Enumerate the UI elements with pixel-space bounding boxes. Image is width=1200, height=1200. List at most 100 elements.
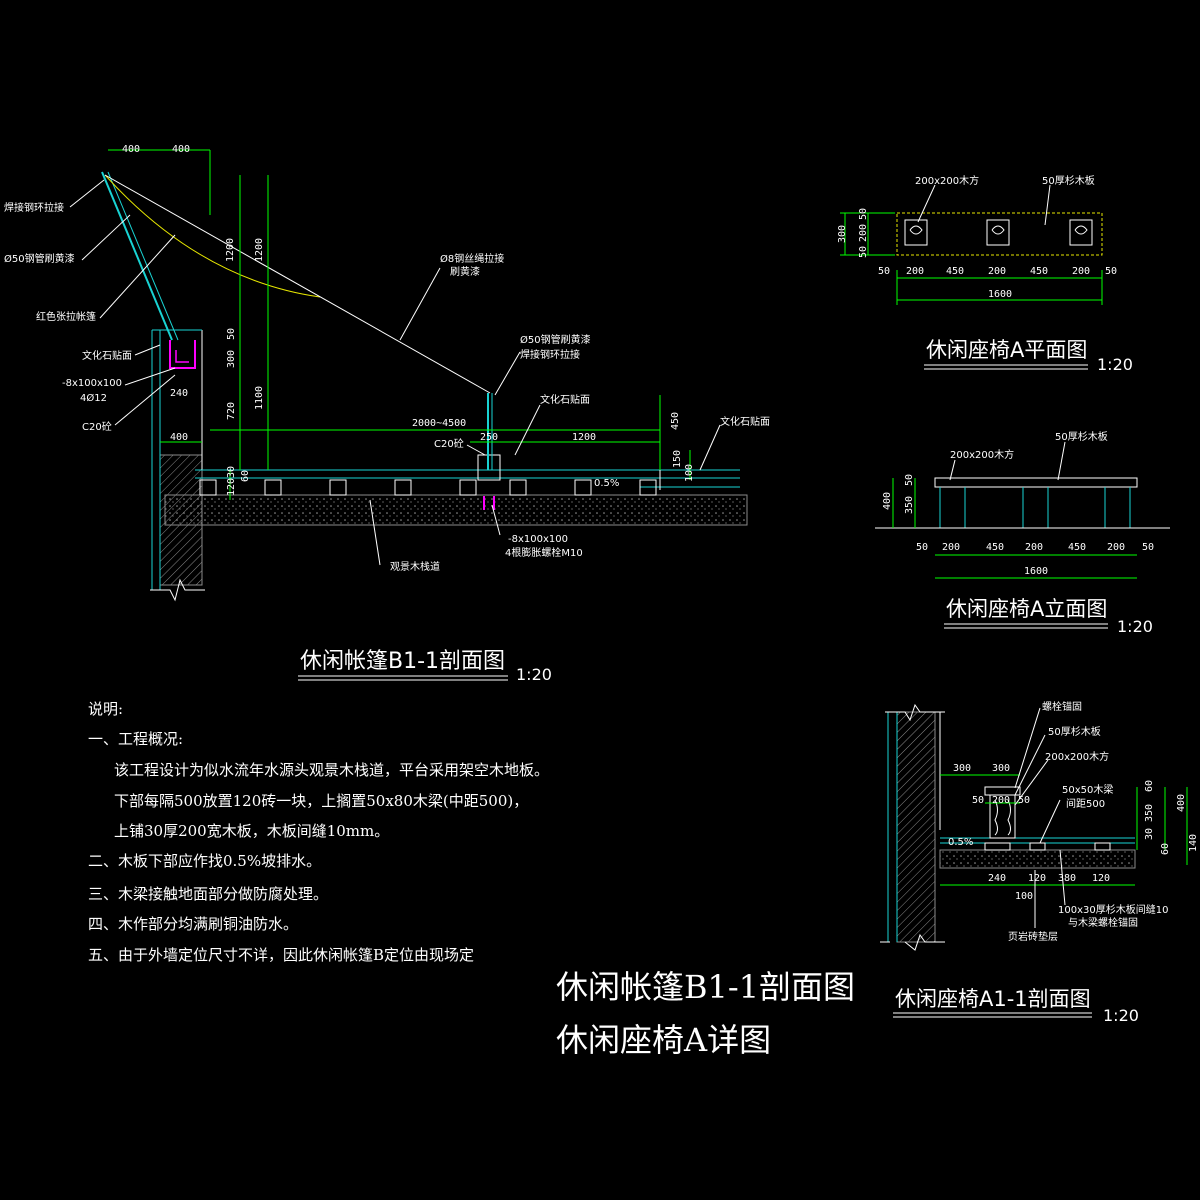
elev-dim-v1: 50 bbox=[904, 474, 915, 486]
label-plate2: -8x100x100 bbox=[508, 534, 568, 545]
bs-label-boards: 100x30厚杉木板间缝10 bbox=[1058, 903, 1168, 916]
label-slope: 0.5% bbox=[594, 478, 619, 489]
bs-dim-60: 60 bbox=[1144, 780, 1155, 792]
dim-150: 150 bbox=[672, 450, 683, 468]
bs-dim-300a: 300 bbox=[953, 763, 971, 774]
label-rebar: 4Ø12 bbox=[80, 392, 107, 404]
dim-2000: 2000~4500 bbox=[412, 418, 466, 429]
bs-label-board: 50厚杉木板 bbox=[1048, 725, 1101, 738]
label-wire-paint: 刷黄漆 bbox=[450, 265, 480, 278]
bs-label-beam-spacing: 间距500 bbox=[1066, 797, 1105, 810]
notes-line-5: 二、木板下部应作找0.5%坡排水。 bbox=[88, 852, 322, 870]
elev-dim-h4: 450 bbox=[1068, 542, 1086, 553]
bs-dim-300b: 300 bbox=[992, 763, 1010, 774]
elev-dim-total: 1600 bbox=[1024, 566, 1048, 577]
dim-100: 100 bbox=[684, 464, 695, 482]
dim-50: 50 bbox=[226, 328, 237, 340]
bs-label-slope: 0.5% bbox=[948, 837, 973, 848]
dim-400a: 400 bbox=[122, 144, 140, 155]
tent-section-scale: 1:20 bbox=[516, 665, 552, 684]
bs-dim-120a: 120 bbox=[1028, 873, 1046, 884]
elev-label-board: 50厚杉木板 bbox=[1055, 430, 1108, 443]
bs-dim-350: 350 bbox=[1144, 804, 1155, 822]
dim-1100: 1100 bbox=[254, 386, 265, 410]
bs-label-beam: 50x50木梁 bbox=[1062, 783, 1113, 796]
notes-line-8: 五、由于外墙定位尺寸不详，因此休闲帐篷B定位由现场定 bbox=[88, 946, 475, 964]
dim-1200c: 1200 bbox=[572, 432, 596, 443]
notes-line-6: 三、木梁接触地面部分做防腐处理。 bbox=[88, 885, 329, 903]
plan-dim-h6: 50 bbox=[1105, 266, 1117, 277]
sheet-title-line2: 休闲座椅A详图 bbox=[556, 1021, 772, 1059]
elev-dim-h2: 450 bbox=[986, 542, 1004, 553]
dim-30: 30 bbox=[226, 466, 237, 478]
elev-dim-h3: 200 bbox=[1025, 542, 1043, 553]
plan-dim-v1: 50 bbox=[858, 208, 869, 220]
bs-label-boards2: 与木梁螺栓锚固 bbox=[1068, 916, 1138, 929]
plan-dim-v3: 50 bbox=[858, 246, 869, 258]
bench-plan-title: 休闲座椅A平面图 bbox=[926, 338, 1087, 362]
label-weld-ring: 焊接钢环拉接 bbox=[4, 201, 64, 214]
bs-label-bolt: 螺栓锚固 bbox=[1042, 700, 1082, 713]
dim-1200a: 1200 bbox=[225, 238, 236, 262]
bs-label-post: 200x200木方 bbox=[1045, 750, 1109, 763]
bs-dim-100: 100 bbox=[1015, 891, 1033, 902]
label-stone-face3: 文化石贴面 bbox=[720, 415, 770, 428]
bs-dim-50a: 50 bbox=[972, 795, 984, 806]
plan-dim-v0: 300 bbox=[837, 225, 848, 243]
notes-line-7: 四、木作部分均满刷铜油防水。 bbox=[88, 915, 299, 933]
plan-dim-v2: 200 bbox=[858, 224, 869, 242]
bs-dim-60b: 60 bbox=[1160, 843, 1171, 855]
bench-elev-scale: 1:20 bbox=[1117, 617, 1153, 636]
label-stone-face2: 文化石贴面 bbox=[540, 393, 590, 406]
bs-dim-140: 140 bbox=[1188, 834, 1199, 852]
elev-dim-h5: 200 bbox=[1107, 542, 1125, 553]
bench-elev-title: 休闲座椅A立面图 bbox=[946, 597, 1107, 621]
label-red-canopy: 红色张拉帐篷 bbox=[36, 310, 96, 323]
dim-450: 450 bbox=[670, 412, 681, 430]
plan-dim-total: 1600 bbox=[988, 289, 1012, 300]
tent-section-drawing: 焊接钢环拉接 Ø50钢管刷黄漆 红色张拉帐篷 文化石贴面 -8x100x100 … bbox=[4, 144, 770, 684]
plan-dim-h0: 50 bbox=[878, 266, 890, 277]
bs-dim-380: 380 bbox=[1058, 873, 1076, 884]
dim-250: 250 bbox=[480, 432, 498, 443]
label-wire: Ø8钢丝绳拉接 bbox=[440, 252, 504, 265]
dim-60: 60 bbox=[240, 470, 251, 482]
bs-dim-50b: 50 bbox=[1018, 795, 1030, 806]
plan-label-post: 200x200木方 bbox=[915, 174, 979, 187]
plan-dim-h1: 200 bbox=[906, 266, 924, 277]
label-concrete2: C20砼 bbox=[434, 437, 464, 450]
elev-dim-v0: 400 bbox=[882, 492, 893, 510]
label-plate: -8x100x100 bbox=[62, 378, 122, 389]
dim-1200b: 1200 bbox=[254, 238, 265, 262]
plan-dim-h5: 200 bbox=[1072, 266, 1090, 277]
bs-dim-120b: 120 bbox=[1092, 873, 1110, 884]
notes-line-3: 下部每隔500放置120砖一块，上搁置50x80木梁(中距500)， bbox=[114, 792, 529, 810]
bs-dim-400: 400 bbox=[1176, 794, 1187, 812]
dim-720: 720 bbox=[226, 402, 237, 420]
notes-line-2: 该工程设计为似水流年水源头观景木栈道，平台采用架空木地板。 bbox=[114, 761, 550, 779]
label-pipe-paint: Ø50钢管刷黄漆 bbox=[4, 252, 75, 265]
label-stone-face: 文化石贴面 bbox=[82, 349, 132, 362]
bench-section-scale: 1:20 bbox=[1103, 1006, 1139, 1025]
elev-dim-v2: 350 bbox=[904, 496, 915, 514]
sheet-title-line1: 休闲帐篷B1-1剖面图 bbox=[556, 968, 856, 1006]
plan-label-board: 50厚杉木板 bbox=[1042, 174, 1095, 187]
dim-400b: 400 bbox=[172, 144, 190, 155]
label-pipe2: Ø50钢管刷黄漆 bbox=[520, 333, 591, 346]
plan-dim-h2: 450 bbox=[946, 266, 964, 277]
dim-400c: 400 bbox=[170, 432, 188, 443]
tent-section-title: 休闲帐篷B1-1剖面图 bbox=[300, 649, 505, 674]
elev-dim-h6: 50 bbox=[1142, 542, 1154, 553]
bench-section-drawing: 螺栓锚固 50厚杉木板 200x200木方 50x50木梁 间距500 0.5%… bbox=[880, 700, 1199, 1025]
label-boardwalk: 观景木栈道 bbox=[390, 560, 440, 573]
elev-label-post: 200x200木方 bbox=[950, 448, 1014, 461]
plan-dim-h3: 200 bbox=[988, 266, 1006, 277]
elev-dim-h0: 50 bbox=[916, 542, 928, 553]
label-weld2: 焊接钢环拉接 bbox=[520, 348, 580, 361]
bench-section-title: 休闲座椅A1-1剖面图 bbox=[895, 987, 1091, 1011]
bs-label-brick: 页岩砖垫层 bbox=[1008, 930, 1058, 943]
label-bolts: 4根膨胀螺栓M10 bbox=[505, 546, 583, 559]
notes-heading: 说明: bbox=[88, 700, 124, 718]
dim-120: 120 bbox=[226, 478, 237, 496]
